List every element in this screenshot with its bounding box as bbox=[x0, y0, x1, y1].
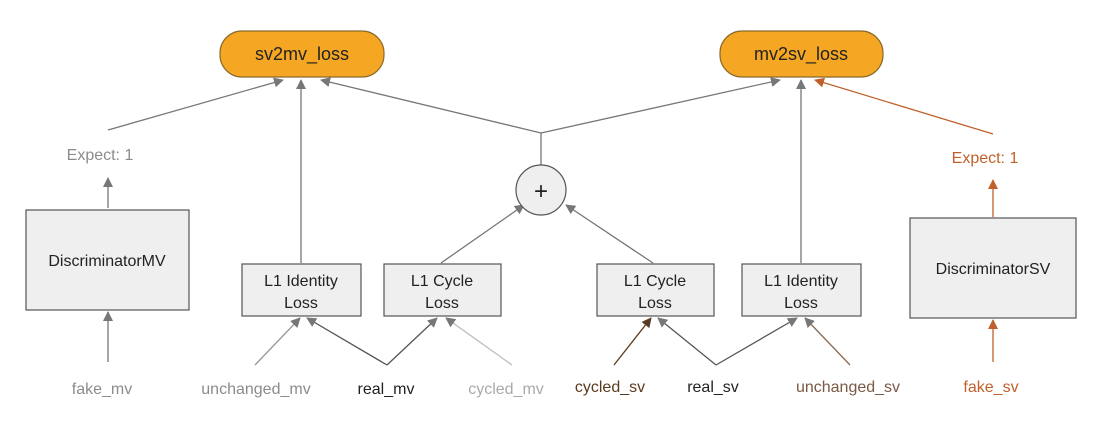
sv2mv-loss-label: sv2mv_loss bbox=[255, 44, 349, 65]
expect-mv-label: Expect: 1 bbox=[67, 147, 134, 164]
sum-symbol: + bbox=[534, 178, 548, 205]
input-real-sv: real_sv bbox=[687, 379, 739, 396]
input-cycled-sv: cycled_sv bbox=[575, 379, 645, 396]
edge-cycled-sv-to-cyc-sv bbox=[613, 317, 652, 366]
l1-identity-sv-box: L1 Identity Loss bbox=[741, 263, 862, 317]
edge-real-sv-to-id-sv bbox=[715, 317, 798, 366]
edges bbox=[103, 77, 998, 366]
mv2sv-loss-label: mv2sv_loss bbox=[754, 44, 848, 65]
expect-sv-label: Expect: 1 bbox=[952, 150, 1019, 167]
edge-expect-sv-to-mv2sv-loss bbox=[814, 77, 994, 135]
edge-sum-to-sv2mv-loss bbox=[320, 77, 542, 168]
discriminator-mv-label: DiscriminatorMV bbox=[48, 253, 166, 270]
edge-cycled-mv-to-cyc-mv bbox=[445, 317, 513, 366]
edge-real-sv-to-cyc-sv bbox=[657, 317, 717, 366]
input-real-mv: real_mv bbox=[358, 381, 415, 398]
l1-cycle-mv-box: L1 Cycle Loss bbox=[383, 263, 502, 317]
l1-cycle-mv-label-line2: Loss bbox=[425, 295, 459, 312]
l1-identity-sv-label-line1: L1 Identity bbox=[764, 273, 838, 290]
l1-cycle-mv-label-line1: L1 Cycle bbox=[411, 273, 473, 290]
discriminator-sv-label: DiscriminatorSV bbox=[936, 261, 1051, 278]
edge-expect-mv-to-sv2mv-loss bbox=[107, 77, 284, 131]
edge-real-mv-to-id-mv bbox=[306, 317, 388, 366]
input-unchanged-mv: unchanged_mv bbox=[201, 381, 310, 398]
mv2sv-loss-node: mv2sv_loss bbox=[719, 30, 884, 78]
input-fake-mv: fake_mv bbox=[72, 381, 132, 398]
l1-cycle-sv-label-line2: Loss bbox=[638, 295, 672, 312]
edge-unchanged-sv-to-id-sv bbox=[804, 317, 851, 366]
sum-node: + bbox=[515, 164, 567, 216]
discriminator-mv-box: DiscriminatorMV bbox=[25, 209, 190, 311]
edge-unchanged-mv-to-id-mv bbox=[254, 317, 301, 366]
l1-identity-mv-box: L1 Identity Loss bbox=[241, 263, 362, 317]
edge-cyc-mv-to-sum bbox=[440, 204, 525, 264]
discriminator-sv-box: DiscriminatorSV bbox=[909, 217, 1077, 319]
input-unchanged-sv: unchanged_sv bbox=[796, 379, 900, 396]
l1-cycle-sv-box: L1 Cycle Loss bbox=[596, 263, 715, 317]
edge-cyc-sv-to-sum bbox=[565, 204, 654, 264]
sv2mv-loss-node: sv2mv_loss bbox=[219, 30, 385, 78]
edge-sum-to-mv2sv-loss bbox=[540, 77, 781, 134]
l1-cycle-sv-label-line1: L1 Cycle bbox=[624, 273, 686, 290]
edge-real-mv-to-cyc-mv bbox=[386, 317, 438, 366]
l1-identity-mv-label-line2: Loss bbox=[284, 295, 318, 312]
l1-identity-mv-label-line1: L1 Identity bbox=[264, 273, 338, 290]
input-cycled-mv: cycled_mv bbox=[468, 381, 544, 398]
l1-identity-sv-label-line2: Loss bbox=[784, 295, 818, 312]
input-fake-sv: fake_sv bbox=[963, 379, 1018, 396]
